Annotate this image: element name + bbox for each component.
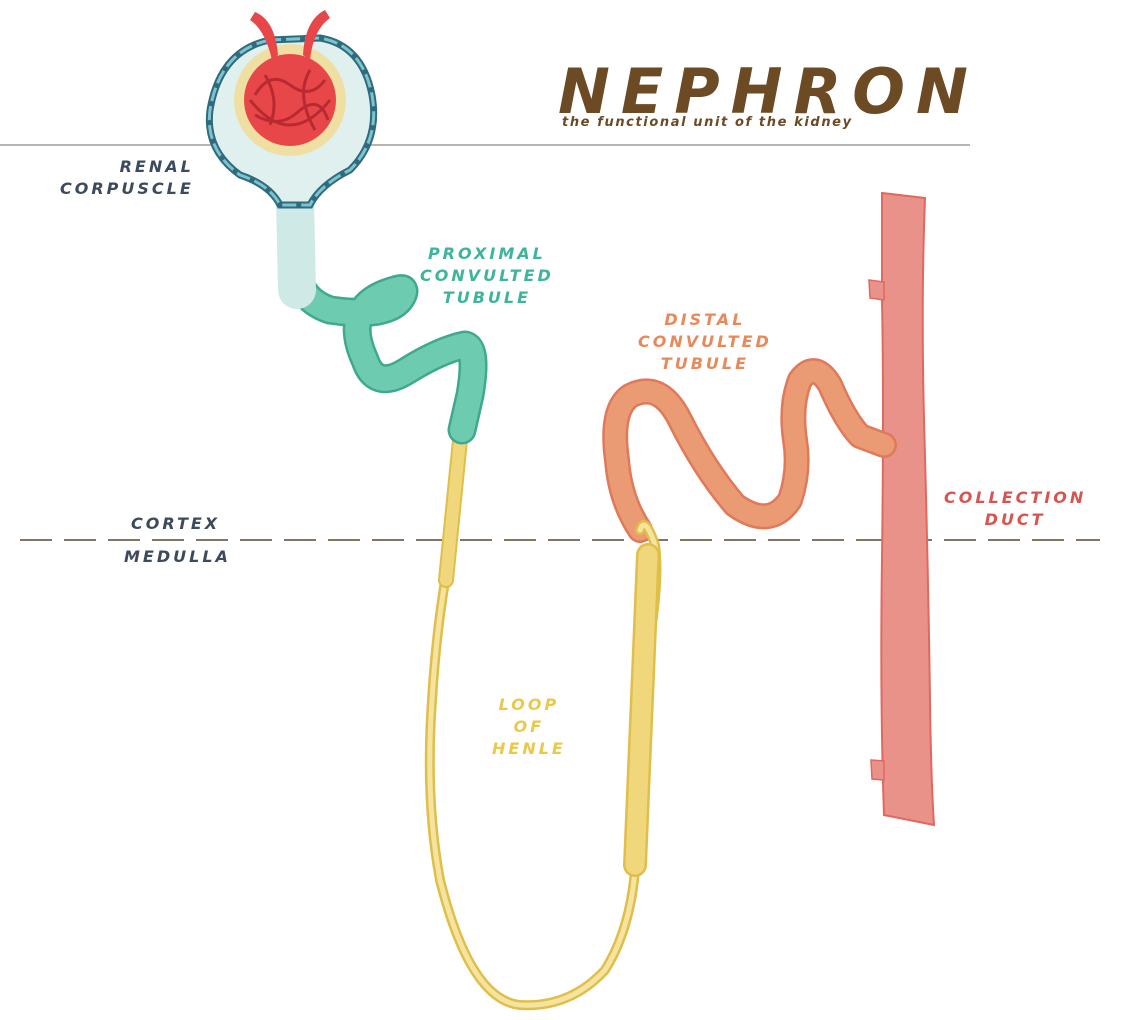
label-line: TUBULE (638, 353, 772, 375)
distal-convoluted-tubule (615, 371, 884, 530)
label-line: CONVULTED (638, 331, 772, 353)
collecting-duct (869, 193, 934, 825)
loop-of-henle-label: LOOP OF HENLE (492, 694, 566, 760)
label-line: PROXIMAL (420, 243, 554, 265)
collection-duct-label: COLLECTION DUCT (944, 487, 1086, 531)
label-line: COLLECTION (944, 487, 1086, 509)
proximal-tubule-label: PROXIMAL CONVULTED TUBULE (420, 243, 554, 309)
label-line: CORPUSCLE (60, 178, 194, 200)
label-line: TUBULE (420, 287, 554, 309)
label-line: DUCT (944, 509, 1086, 531)
diagram-subtitle: the functional unit of the kidney (562, 115, 853, 130)
label-line: HENLE (492, 738, 566, 760)
glomerulus (244, 10, 336, 146)
label-line: CONVULTED (420, 265, 554, 287)
label-line: LOOP (492, 694, 566, 716)
cortex-label: CORTEX (131, 513, 220, 535)
renal-corpuscle-label: RENAL CORPUSCLE (60, 156, 194, 200)
proximal-convoluted-tubule (295, 200, 473, 430)
distal-tubule-label: DISTAL CONVULTED TUBULE (638, 309, 772, 375)
medulla-label: MEDULLA (124, 546, 231, 568)
label-line: DISTAL (638, 309, 772, 331)
label-line: RENAL (60, 156, 194, 178)
label-line: OF (492, 716, 566, 738)
